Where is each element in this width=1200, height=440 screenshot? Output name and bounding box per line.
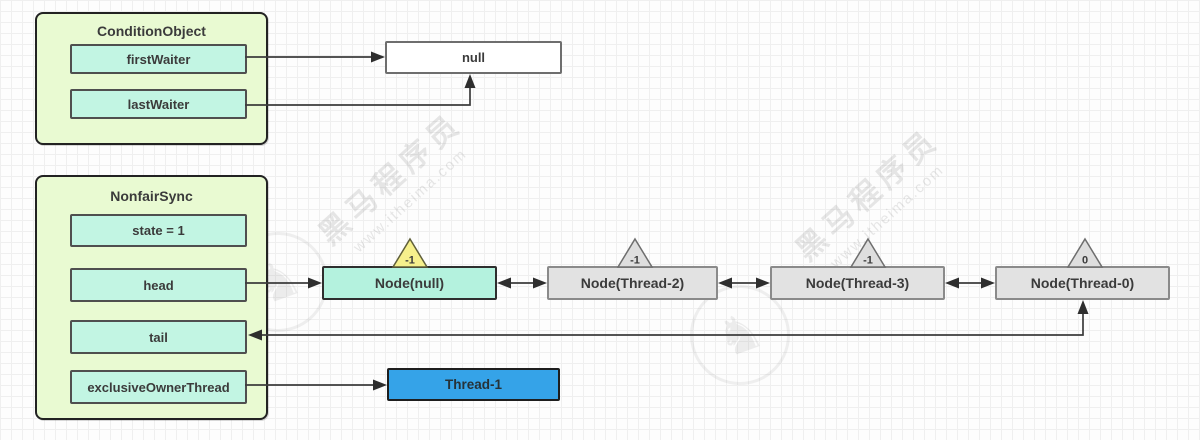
waitstatus-triangle: -1: [616, 237, 654, 268]
queue-node-thread-0: Node(Thread-0): [995, 266, 1170, 300]
queue-node-head: Node(null): [322, 266, 497, 300]
field-state: state = 1: [70, 214, 247, 247]
waitstatus-value: -1: [405, 255, 415, 267]
waitstatus-value: 0: [1082, 255, 1088, 267]
queue-node-thread-3: Node(Thread-3): [770, 266, 945, 300]
waitstatus-triangle: 0: [1066, 237, 1104, 268]
field-head: head: [70, 268, 247, 302]
waitstatus-value: -1: [863, 255, 873, 267]
owner-thread-box: Thread-1: [387, 368, 560, 401]
waitstatus-value: -1: [630, 255, 640, 267]
field-lastwaiter: lastWaiter: [70, 89, 247, 119]
waitstatus-triangle: -1: [391, 237, 429, 268]
field-exclusive-owner-thread: exclusiveOwnerThread: [70, 370, 247, 404]
field-tail: tail: [70, 320, 247, 354]
horse-icon: ♞: [708, 299, 772, 371]
nonfair-sync-box: NonfairSync state = 1 head tail exclusiv…: [35, 175, 268, 420]
condition-object-title: ConditionObject: [97, 23, 206, 39]
condition-object-box: ConditionObject firstWaiter lastWaiter: [35, 12, 268, 145]
queue-node-thread-2: Node(Thread-2): [547, 266, 718, 300]
field-firstwaiter: firstWaiter: [70, 44, 247, 74]
waitstatus-triangle: -1: [849, 237, 887, 268]
watermark-brand: 黑马程序员: [313, 106, 469, 252]
null-reference-box: null: [385, 41, 562, 74]
nonfair-sync-title: NonfairSync: [110, 188, 193, 204]
